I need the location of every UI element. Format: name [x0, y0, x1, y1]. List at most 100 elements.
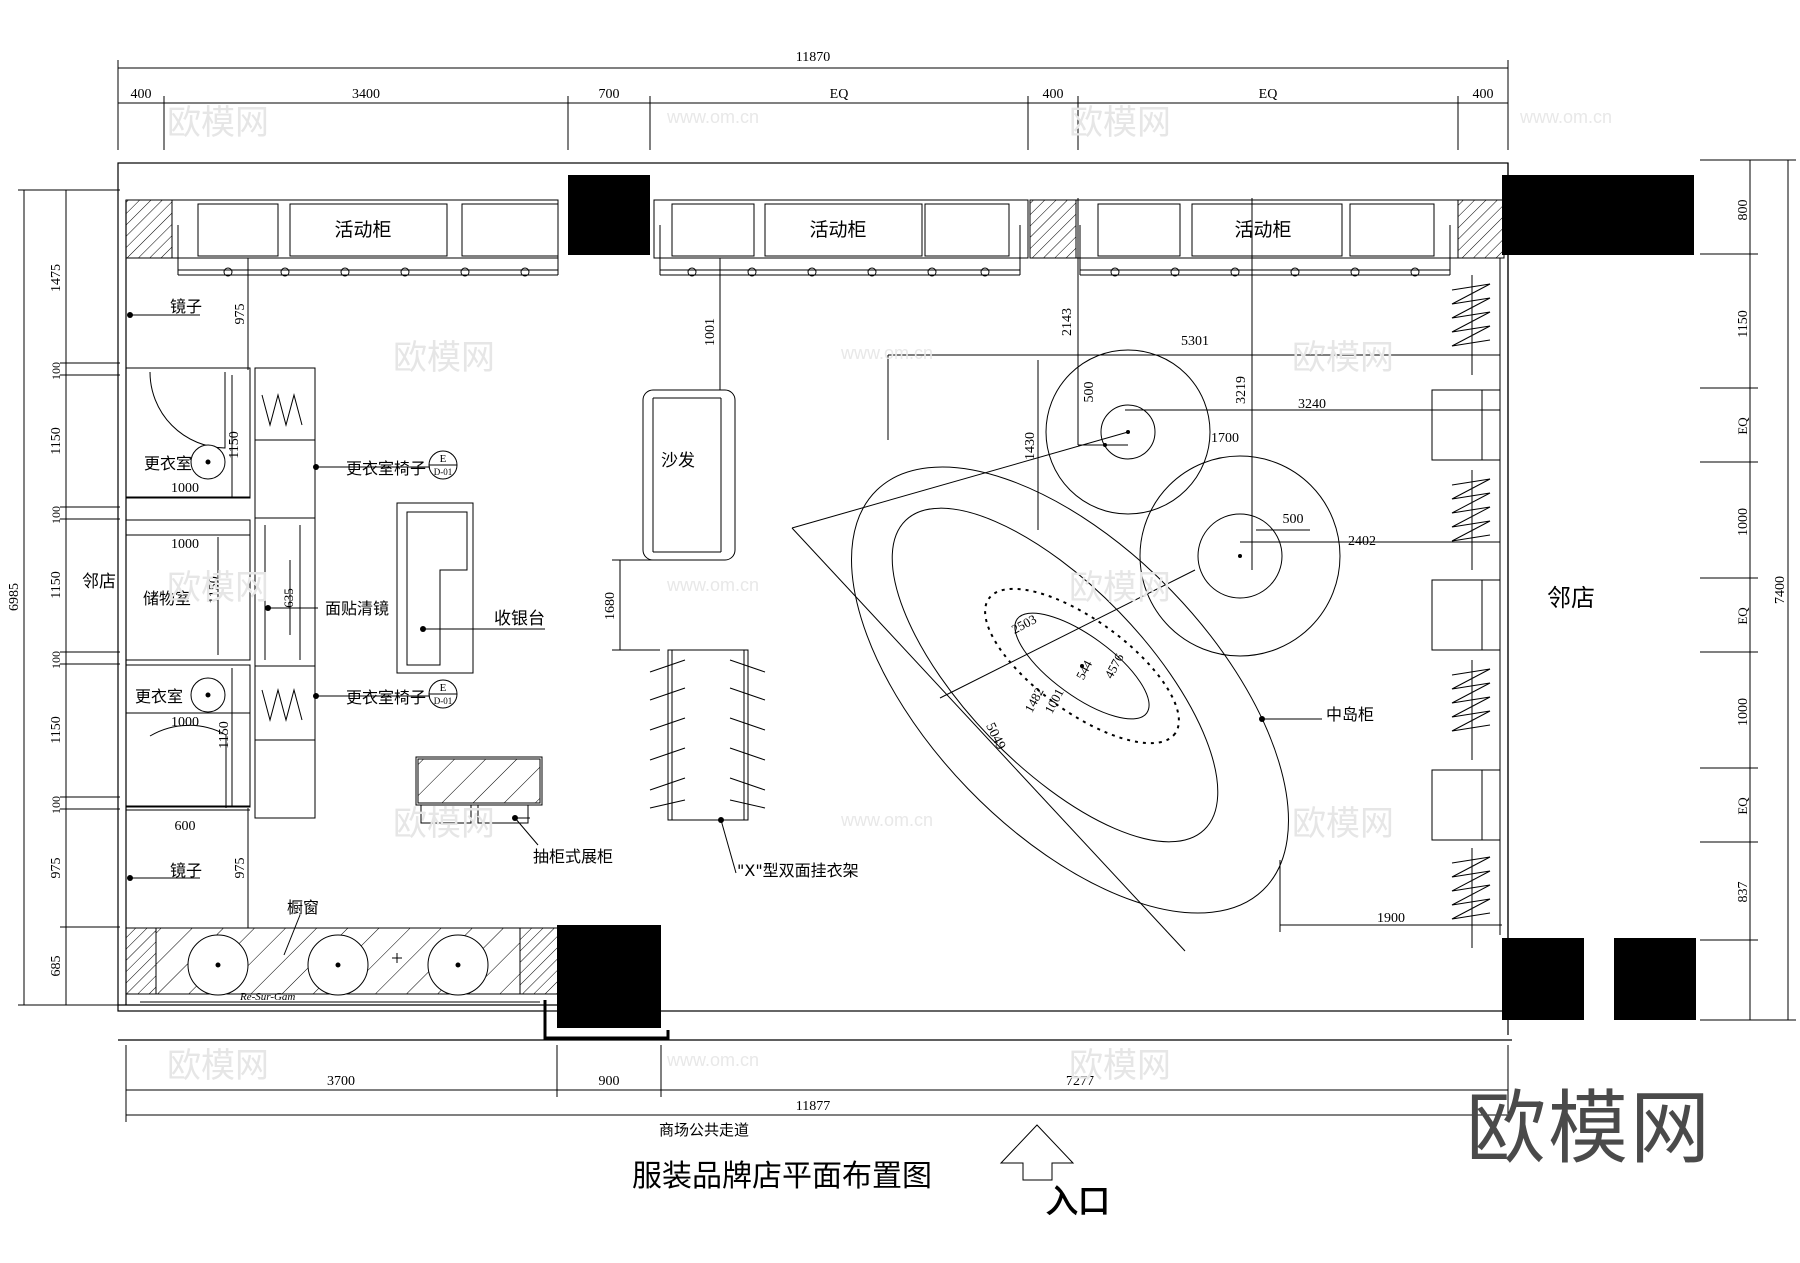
sofa [642, 389, 736, 561]
island-dots [1080, 430, 1242, 668]
neighbor-store-right: 邻店 [1547, 584, 1595, 612]
cashier-counter [396, 502, 474, 674]
island-cabinet [791, 198, 1502, 952]
column-bottom-right-1 [1502, 938, 1584, 1020]
dim-left-seg-6: 100 [49, 651, 63, 669]
dim-top-seg-2: 3400 [352, 87, 380, 102]
dim-5301: 5301 [1181, 334, 1209, 349]
leader-lines-left [130, 314, 737, 956]
dim-left-seg-7: 1150 [49, 716, 64, 743]
mirror-label-top: 镜子 [170, 297, 202, 316]
right-wall-displays [1431, 258, 1501, 948]
wall-mirror-label: 面贴清镜 [325, 599, 389, 618]
rod-hooks [223, 267, 1420, 277]
dim-1900: 1900 [1377, 911, 1405, 926]
dim-right-total: 7400 [1773, 576, 1788, 604]
dim-right-seg-5: EQ [1735, 607, 1750, 625]
dim-500-b: 500 [1283, 512, 1304, 527]
watermark-brand-10: 欧模网 [1069, 1046, 1171, 1086]
dim-1001b: 1001 [1041, 686, 1066, 716]
dim-2402: 2402 [1348, 534, 1376, 549]
watermark-url-3: www.om.cn [841, 343, 934, 363]
dim-600: 600 [175, 819, 196, 834]
dim-975-top: 975 [233, 304, 248, 325]
dim-500-a: 500 [1082, 382, 1097, 403]
dim-1150-b: 1150 [207, 576, 222, 603]
entrance-arrow-icon [999, 1124, 1075, 1181]
dim-left-seg-3: 1150 [49, 427, 64, 454]
cabinet-label-2: 活动柜 [809, 219, 866, 241]
column-bottom-right-2 [1614, 938, 1696, 1020]
dim-left-seg-1: 1475 [49, 264, 64, 292]
dim-bottom-seg-2: 900 [599, 1074, 620, 1089]
column-top-right [1502, 175, 1694, 255]
dim-right-seg-8: 837 [1736, 882, 1751, 903]
cabinet-label-1: 活动柜 [334, 219, 391, 241]
dim-2503: 2503 [1009, 611, 1039, 636]
watermark-brand-8: 欧模网 [1292, 804, 1394, 844]
reference-tag-1 [428, 450, 458, 480]
dim-top-seg-6: EQ [1259, 87, 1278, 102]
watermark-brand-3: 欧模网 [393, 338, 495, 378]
cashier-label: 收银台 [494, 609, 545, 629]
dim-left-seg-9: 975 [49, 858, 64, 879]
dim-left-seg-10: 685 [49, 956, 64, 977]
tag-e-1: E [440, 453, 447, 465]
dim-1000-b: 1000 [171, 537, 199, 552]
dim-top-seg-3: 700 [599, 87, 620, 102]
corridor-label: 商场公共走道 [659, 1121, 749, 1139]
watermark-url-5: www.om.cn [841, 810, 934, 830]
fitting-chair-label-2: 更衣室椅子 [346, 688, 426, 707]
tag-d01-2: D-01 [434, 696, 453, 706]
island-label: 中岛柜 [1326, 705, 1374, 724]
watermark-brand-1: 欧模网 [167, 103, 269, 143]
fitting-stools [190, 444, 226, 713]
watermark-url-6: www.om.cn [667, 1050, 760, 1070]
sofa-dims [612, 258, 721, 651]
watermark-brand-7: 欧模网 [393, 804, 495, 844]
dim-top-seg-1: 400 [131, 87, 152, 102]
bottom-dimensions [125, 1045, 1509, 1122]
sofa-label: 沙发 [661, 451, 695, 471]
top-cabinets [171, 199, 1459, 276]
dim-bottom-seg-1: 3700 [327, 1074, 355, 1089]
left-dimensions [18, 189, 120, 1006]
column-bottom-left [557, 925, 661, 1028]
entrance-label: 入口 [1046, 1182, 1110, 1220]
watermark-brand-9: 欧模网 [167, 1046, 269, 1086]
structural-columns [557, 175, 1696, 1028]
watermark-url-2: www.om.cn [1520, 107, 1613, 127]
watermark-brand-4: 欧模网 [1292, 338, 1394, 378]
x-rack-label: "X"型双面挂衣架 [737, 861, 859, 880]
dim-bottom-seg-3: 7277 [1066, 1074, 1094, 1089]
dim-1430: 1430 [1023, 432, 1038, 460]
dim-left-seg-8: 100 [49, 796, 63, 814]
watermark-brand-2: 欧模网 [1069, 103, 1171, 143]
dim-right-seg-1: 800 [1736, 200, 1751, 221]
column-top-center [568, 175, 650, 255]
tag-d01-1: D-01 [434, 467, 453, 477]
dim-1150-c: 1150 [217, 721, 232, 748]
dim-1700: 1700 [1211, 431, 1239, 446]
logo-script: Re-Sur-Gam [239, 991, 295, 1003]
dim-2143: 2143 [1060, 308, 1075, 336]
x-hanger-rack [649, 649, 766, 821]
dim-right-seg-4: 1000 [1736, 508, 1751, 536]
cabinet-label-3: 活动柜 [1234, 219, 1291, 241]
reference-tag-2 [428, 679, 458, 709]
neighbor-store-left: 邻店 [82, 572, 116, 592]
dim-right-seg-2: 1150 [1736, 310, 1751, 337]
top-dimensions [117, 60, 1509, 150]
watermark-brand-large: 欧模网 [1466, 1082, 1712, 1175]
fitting-chair-label-1: 更衣室椅子 [346, 459, 426, 478]
watermark-url-1: www.om.cn [667, 107, 760, 127]
dim-1680: 1680 [603, 592, 618, 620]
dim-3219: 3219 [1234, 376, 1249, 404]
door-jamb [543, 1000, 670, 1040]
watermark-brand-5: 欧模网 [167, 568, 269, 608]
dim-975-bottom: 975 [233, 858, 248, 879]
fitting-room-label-1: 更衣室 [144, 454, 192, 473]
dim-top-seg-7: 400 [1473, 87, 1494, 102]
dim-top-seg-4: EQ [830, 87, 849, 102]
